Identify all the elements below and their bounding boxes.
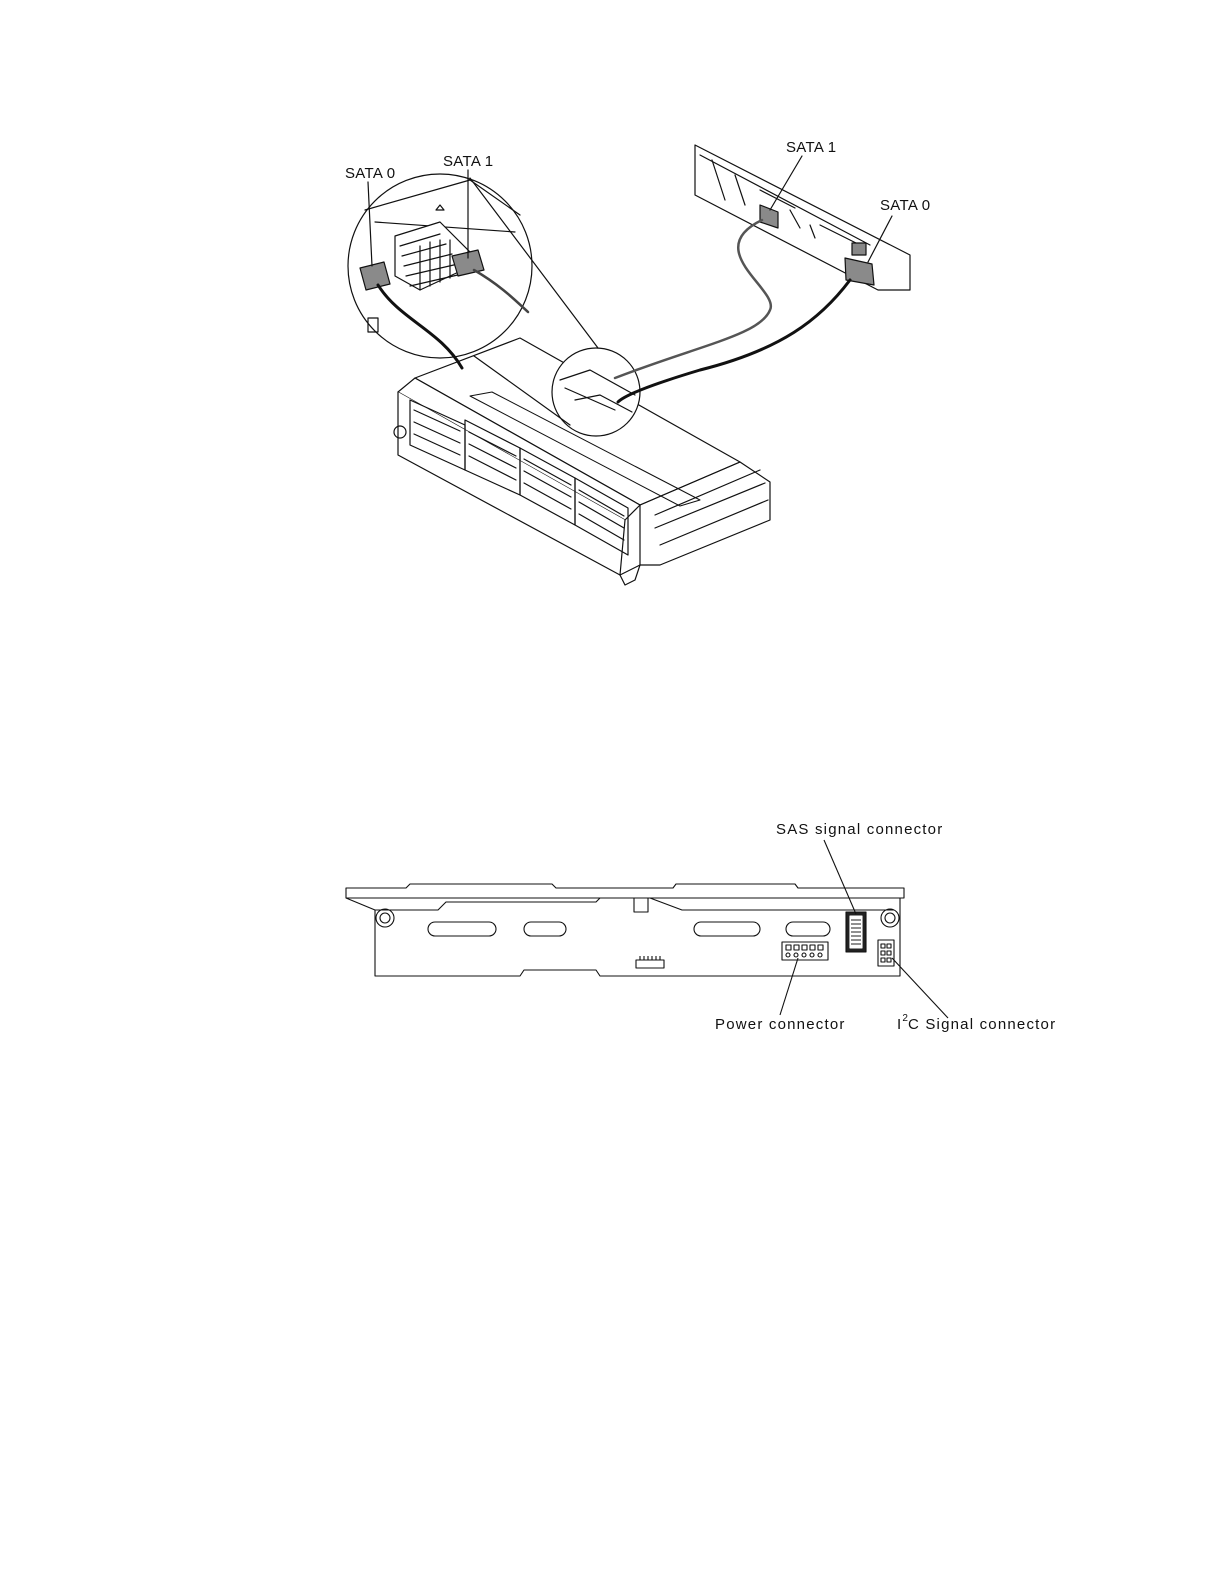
i2c-signal-connector-label: I2C Signal connector <box>897 1017 1056 1032</box>
i2c-label-rest: C Signal connector <box>908 1016 1056 1033</box>
power-connector <box>782 942 828 960</box>
backplane-connector-diagram <box>0 0 1224 1100</box>
power-connector-label: Power connector <box>715 1017 846 1032</box>
i2c-label-superscript: 2 <box>902 1013 908 1024</box>
backplane-board <box>346 884 904 976</box>
i2c-signal-connector <box>878 940 894 966</box>
header-connector <box>636 956 664 968</box>
sas-signal-connector <box>846 912 866 952</box>
sas-signal-connector-label: SAS signal connector <box>776 822 943 837</box>
